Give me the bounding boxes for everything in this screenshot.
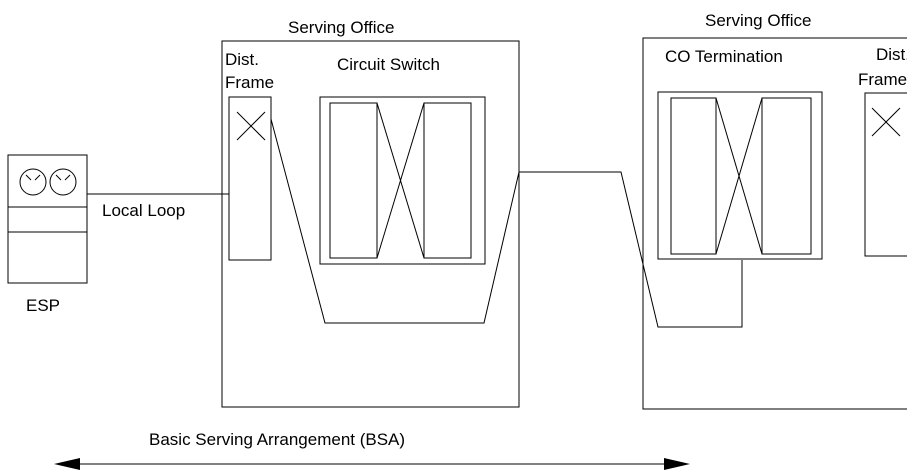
co-termination [657,91,823,260]
circuit-switch [319,96,486,265]
serving-office-right-title: Serving Office [705,11,811,30]
dial-right-icon [49,168,77,196]
serving-office-left-title: Serving Office [288,18,394,37]
co-termination-cross-b [715,97,763,255]
circuit-switch-cross-b [376,102,425,259]
connection-path [270,118,743,328]
dial-left-icon [19,168,47,196]
dist-frame-left-label-line1: Dist. [225,50,259,69]
esp-label: ESP [26,296,60,315]
x-cross-connect-icon [236,111,266,141]
bsa-label: Basic Serving Arrangement (BSA) [149,430,405,449]
circuit-switch-matrix-right [423,102,472,259]
co-termination-label: CO Termination [665,47,783,66]
dist-frame-right-label-line1: Dist. [876,45,907,64]
arrowhead-right-icon [664,458,690,470]
serving-office-right [642,37,907,410]
arrowhead-left-icon [54,458,80,470]
local-loop-label: Local Loop [102,201,185,220]
co-termination-matrix-left [670,97,717,255]
dist-frame-right-label-line2: Frame [858,70,907,89]
dist-frame-right [864,92,907,257]
esp-device [7,154,88,284]
x-cross-connect-icon [871,107,901,137]
telephone-set-icon [19,168,77,196]
circuit-switch-label: Circuit Switch [337,55,440,74]
dist-frame-left [228,96,272,261]
dist-frame-left-label-line2: Frame [225,73,274,92]
co-termination-matrix-right [761,97,812,255]
circuit-switch-matrix-left [329,102,378,259]
esp-body [7,154,88,284]
serving-office-left [221,40,520,408]
